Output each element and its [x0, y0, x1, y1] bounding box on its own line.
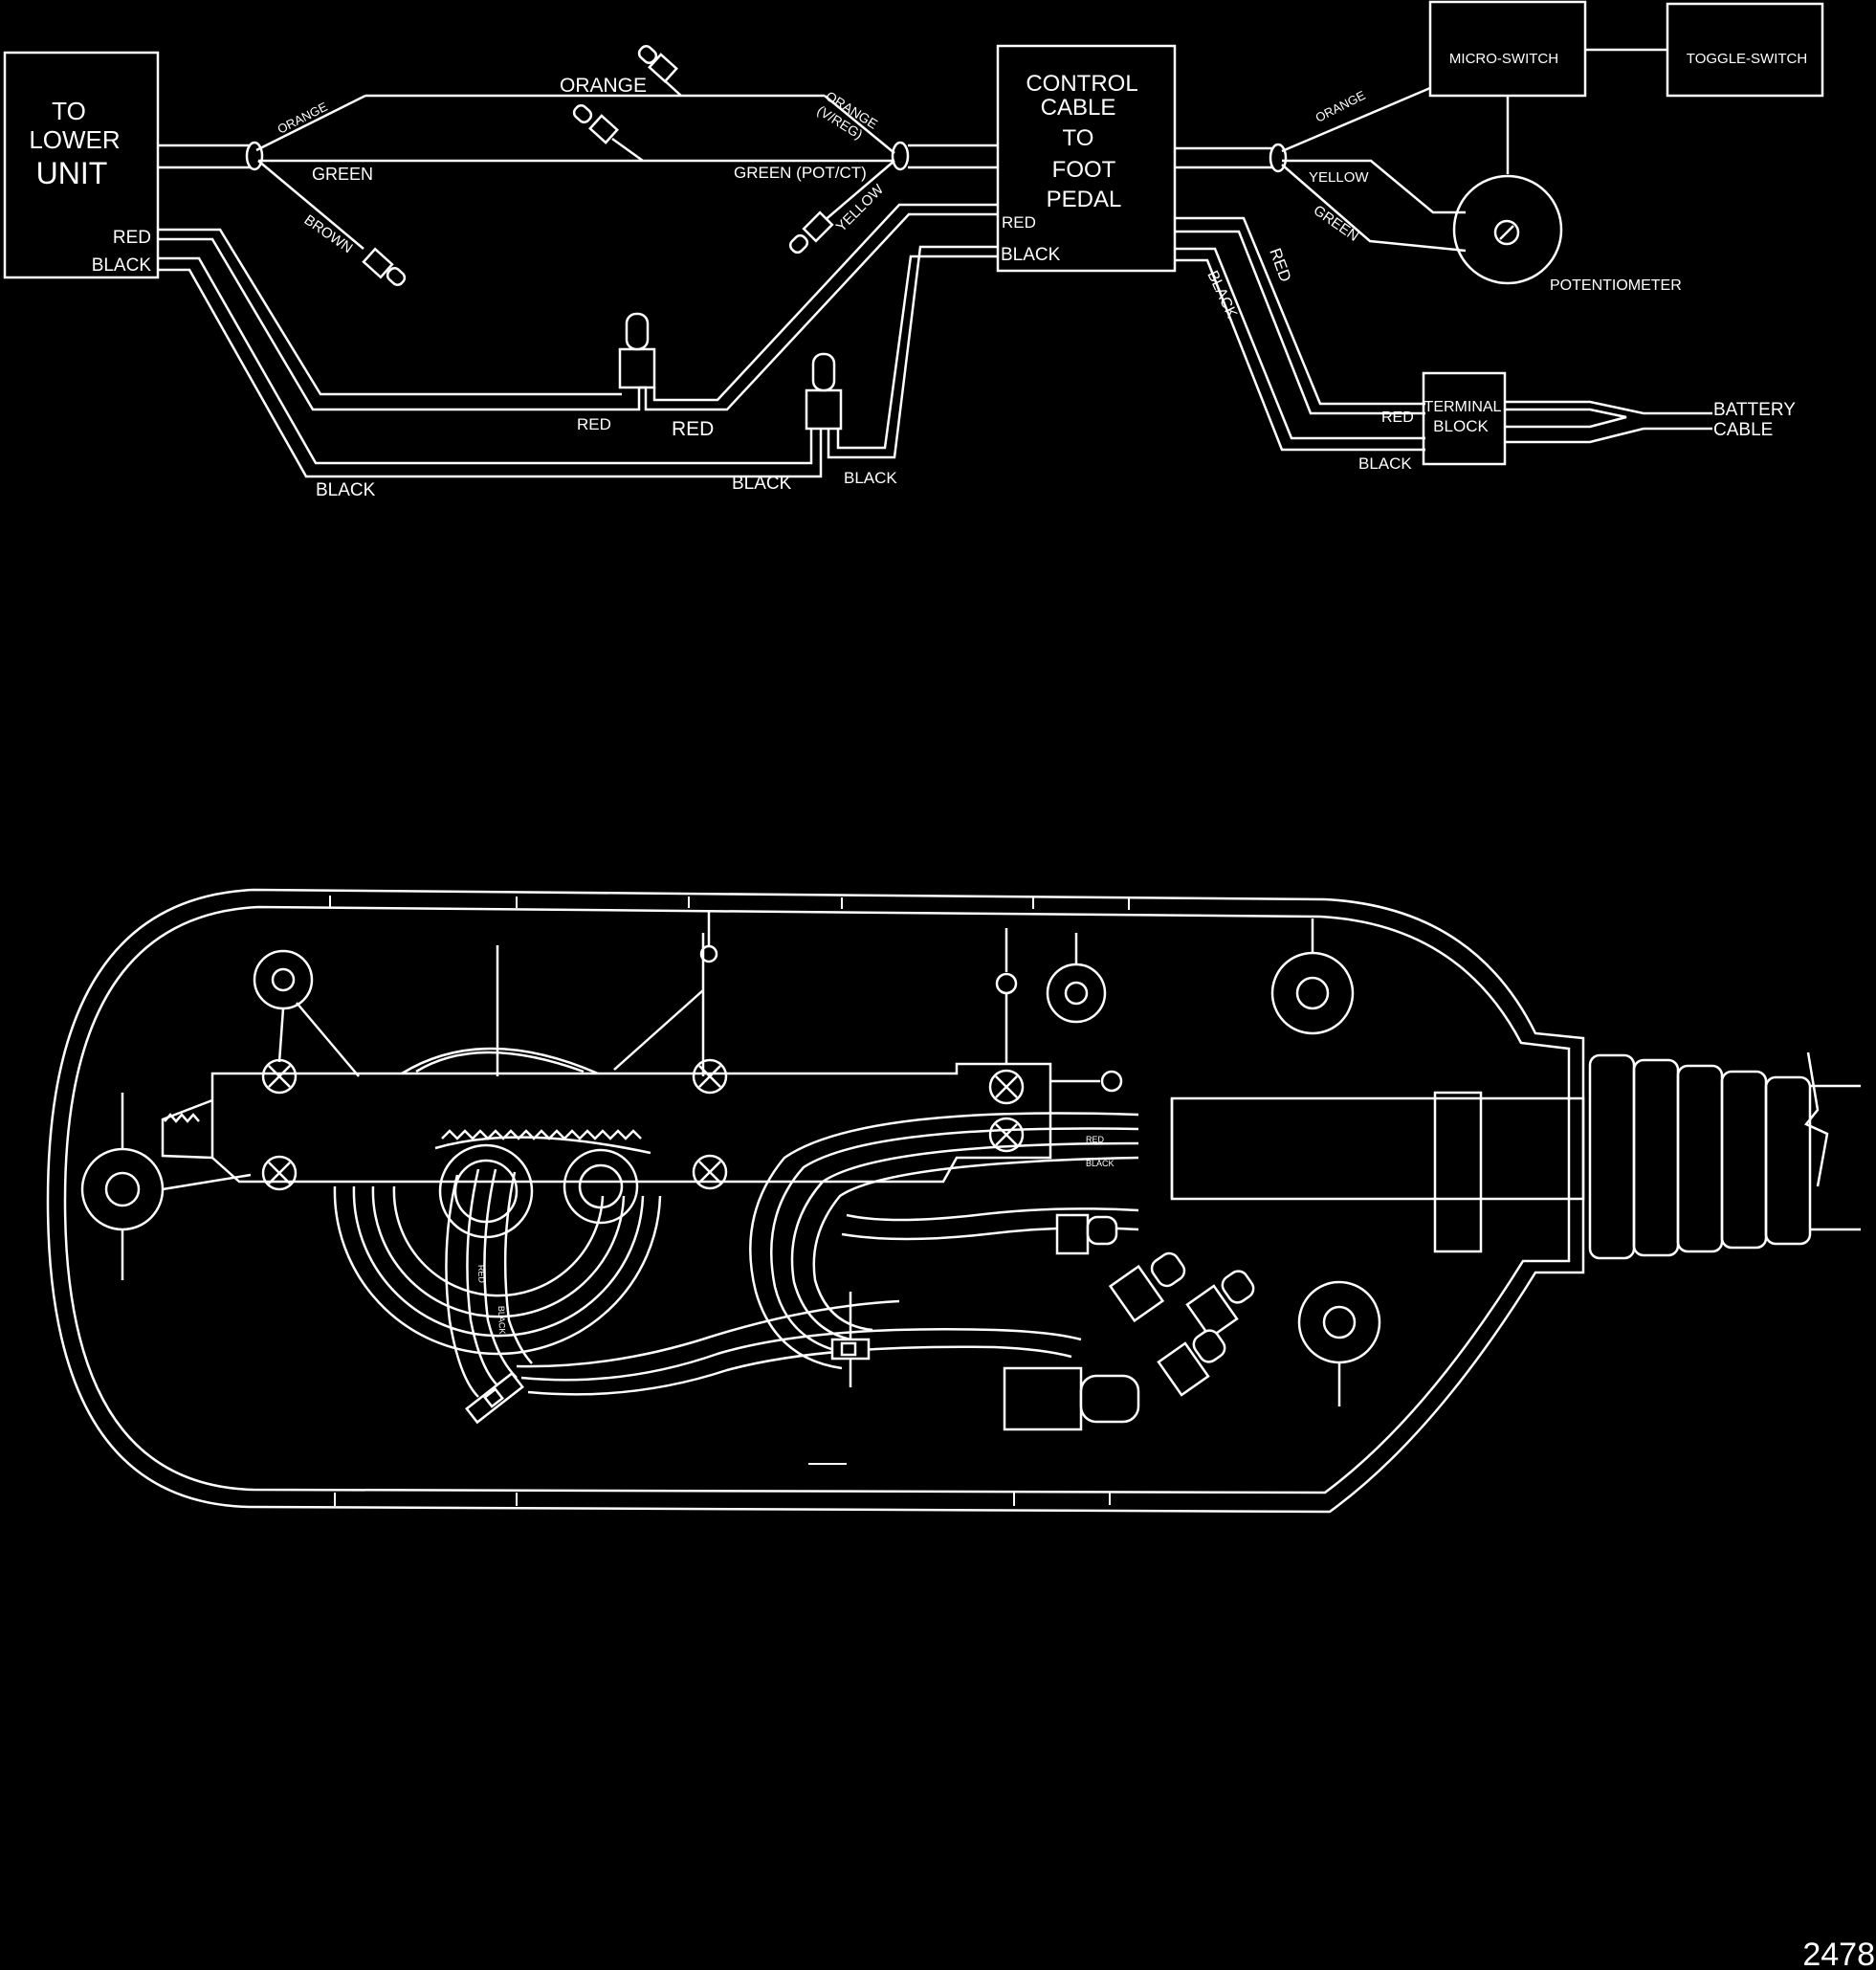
yellow-bullet-connector	[788, 210, 834, 255]
figure-number: 2478	[1802, 1937, 1875, 1970]
mounting-boss-top-right	[1270, 951, 1355, 1035]
potentiometer-shaft	[1493, 219, 1520, 246]
red-bullet-connector	[618, 312, 656, 389]
lower-unit-box	[3, 51, 160, 279]
right-yellow-label: YELLOW	[1309, 169, 1369, 186]
cable-clamp	[1433, 1091, 1483, 1253]
lever-screw-4	[988, 1117, 1025, 1153]
housing-connector-1	[1055, 1213, 1118, 1255]
housing-black-label-b: BLACK	[1086, 1159, 1115, 1168]
lever-screw-1	[261, 1058, 298, 1095]
control-cable-red-label: RED	[1002, 213, 1036, 232]
control-side-splitter	[1269, 143, 1288, 173]
control-cable-sheath	[1170, 1096, 1585, 1201]
lower-unit-label-line3: UNIT	[36, 156, 108, 190]
cable-strain-relief	[1588, 1051, 1861, 1260]
lower-unit-label-line2: LOWER	[29, 125, 120, 154]
lower-unit-black-label: BLACK	[92, 255, 152, 276]
lower-unit-label-line1: TO	[52, 97, 86, 125]
right-orange-label: ORANGE	[1313, 88, 1368, 125]
control-cable-label-line3: TO	[1063, 125, 1094, 151]
left-cable-splitter	[245, 141, 264, 171]
terminal-block-box	[1422, 371, 1507, 466]
control-cable-label-line1: CONTROL	[1026, 71, 1137, 97]
red-connector-label: RED	[577, 415, 611, 433]
terminal-block-label-line1: TERMINAL	[1424, 399, 1502, 415]
black-bottom-label: BLACK	[316, 480, 376, 500]
control-cable-black-label: BLACK	[1001, 245, 1061, 265]
lever-screw-2	[692, 1058, 728, 1095]
control-cable-label-line2: CABLE	[1041, 95, 1116, 121]
green-pot-ct-label: GREEN (POT/CT)	[734, 164, 867, 182]
housing-inner-outline	[63, 905, 1571, 1494]
pedal-lever	[210, 1062, 1052, 1184]
housing-connector-4	[1157, 1329, 1226, 1397]
toggle-switch-box	[1666, 2, 1824, 98]
terminal-block-label-line2: BLOCK	[1433, 417, 1489, 435]
black-mid-label: BLACK	[732, 474, 792, 494]
housing-red-label-a: RED	[476, 1265, 487, 1284]
green-label: GREEN	[312, 165, 373, 184]
lower-unit-red-label: RED	[113, 228, 151, 248]
black-bullet-connector	[805, 352, 843, 431]
left-pivot-hole	[104, 1171, 141, 1207]
control-cable-label-line4: FOOT	[1052, 157, 1116, 183]
wiring-schematic: TO LOWER UNIT RED BLACK ORANGE ORANGE GR…	[3, 0, 1824, 500]
terminal-block-black-label: BLACK	[1358, 454, 1412, 473]
toggle-switch-label: TOGGLE-SWITCH	[1687, 51, 1807, 67]
control-cable-label-line5: PEDAL	[1047, 187, 1122, 212]
left-pivot-boss	[80, 1147, 165, 1231]
housing-outer-outline	[46, 888, 1585, 1514]
mounting-boss-top-center	[1046, 963, 1107, 1024]
micro-switch-label: MICRO-SWITCH	[1449, 51, 1558, 67]
right-cable-splitter	[891, 141, 910, 171]
terminal-block-red-label: RED	[1381, 409, 1414, 426]
right-red-label: RED	[1266, 246, 1294, 284]
lever-screw-3	[988, 1069, 1025, 1105]
lever-screw-5	[261, 1155, 298, 1191]
battery-cable-label-line2: CABLE	[1713, 420, 1773, 440]
micro-switch-box	[1428, 0, 1587, 98]
brown-bullet-connector	[362, 247, 407, 287]
lever-screw-6	[692, 1154, 728, 1190]
green-bullet-connector	[572, 103, 644, 163]
housing-connector-5	[1003, 1366, 1140, 1431]
black-connector-label: BLACK	[844, 469, 897, 487]
control-cable-box	[996, 44, 1177, 273]
foot-pedal-housing-illustration: RED BLACK RED BLACK	[46, 888, 1861, 1514]
potentiometer	[1452, 174, 1563, 285]
mounting-boss-bottom-right	[1297, 1280, 1381, 1364]
right-green-label: GREEN	[1311, 202, 1361, 245]
housing-red-label-b: RED	[1086, 1135, 1105, 1144]
potentiometer-label: POTENTIOMETER	[1550, 277, 1682, 294]
housing-connector-2	[1108, 1251, 1186, 1323]
orange-large-label: ORANGE	[560, 75, 647, 97]
housing-black-label-a: BLACK	[497, 1306, 507, 1335]
mounting-boss-top-left	[253, 949, 314, 1010]
orange-bullet-connector	[637, 44, 682, 97]
housing-connector-3	[1185, 1270, 1255, 1339]
battery-cable-label-line1: BATTERY	[1713, 400, 1796, 420]
red-wire-label: RED	[672, 418, 714, 440]
